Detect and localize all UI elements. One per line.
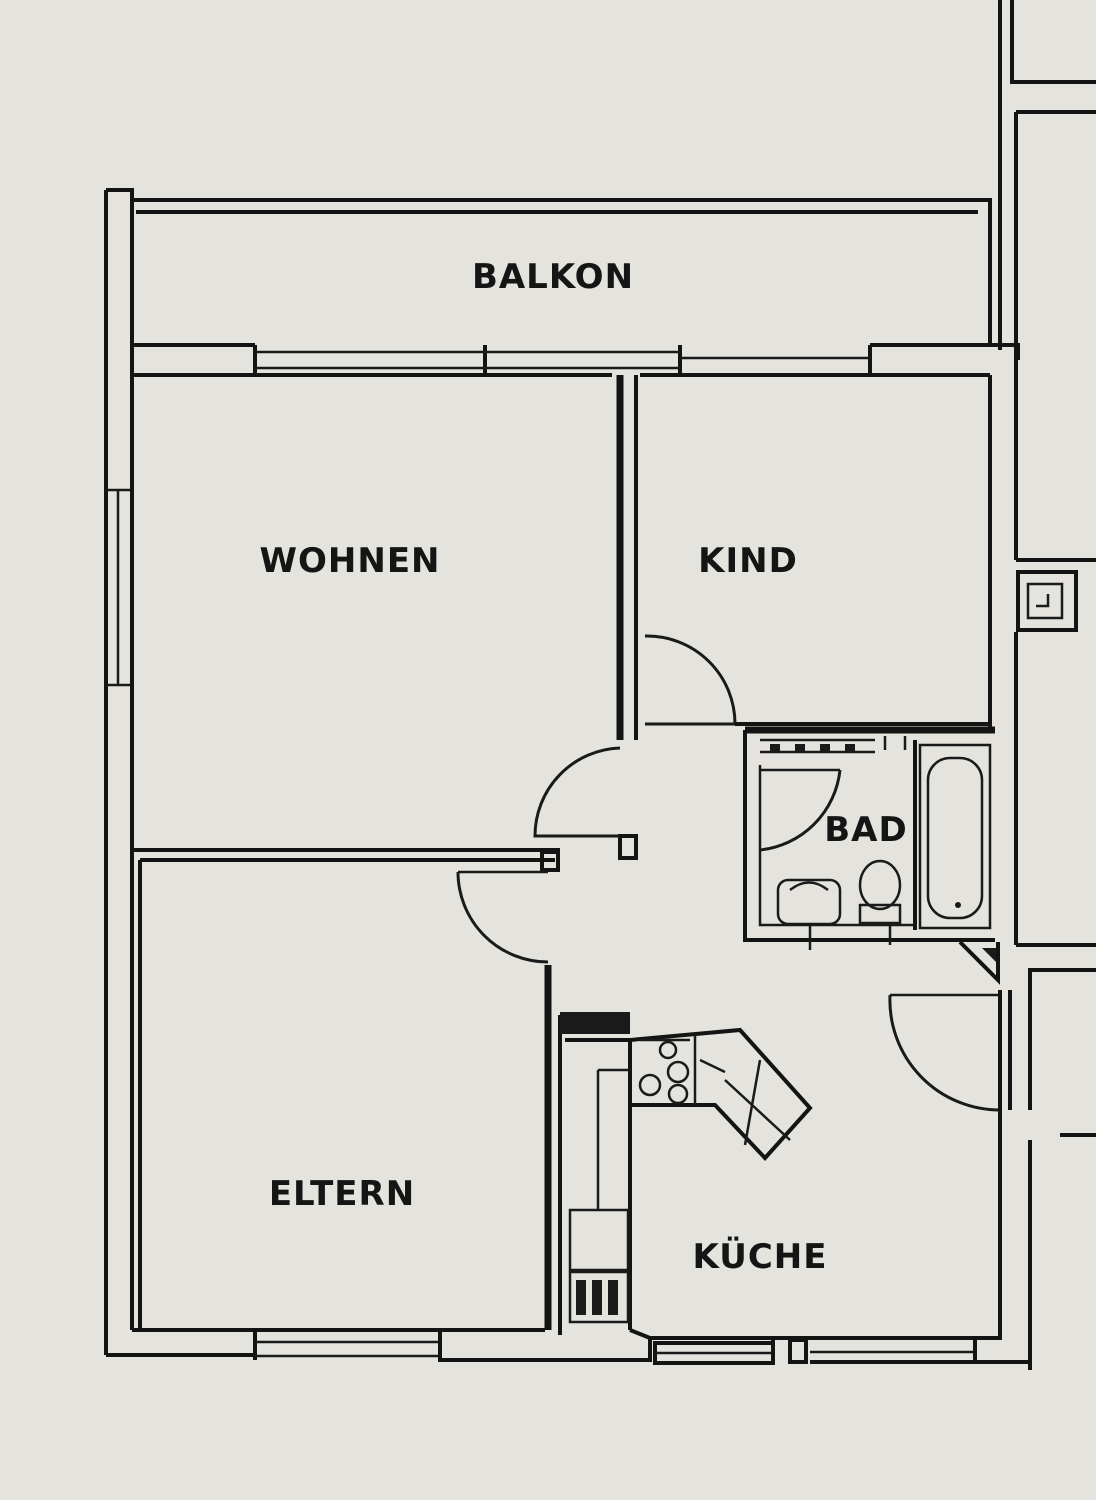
room-kind: KIND [698, 375, 992, 730]
room-kueche: KÜCHE [558, 1012, 828, 1335]
toilet-icon [858, 859, 902, 911]
room-label-wohnen: WOHNEN [260, 541, 441, 581]
door-kind [644, 634, 737, 726]
room-label-kind: KIND [698, 541, 798, 581]
room-label-kueche: KÜCHE [693, 1236, 828, 1277]
room-label-eltern: ELTERN [269, 1174, 415, 1214]
room-wohnen: WOHNEN [130, 375, 638, 872]
entrance [888, 940, 1012, 1340]
room-bad: BAD [743, 726, 995, 950]
bottom-facade [106, 1328, 1030, 1365]
corridor-doors [456, 634, 737, 964]
sink-icon [776, 878, 842, 926]
stove-icon [638, 1073, 662, 1097]
room-eltern: ELTERN [132, 860, 552, 1332]
room-label-bad: BAD [824, 810, 907, 850]
balcony: BALKON [104, 188, 1020, 1355]
balcony-windows [132, 345, 990, 377]
adjacent-building [998, 0, 1096, 1370]
room-label-balkon: BALKON [472, 257, 634, 297]
door-entrance [888, 994, 1001, 1112]
door-eltern [456, 871, 549, 964]
bathtub-icon [926, 756, 984, 920]
left-facade [106, 488, 132, 687]
door-wohnen [533, 746, 621, 838]
fridge-icon [568, 1208, 630, 1272]
